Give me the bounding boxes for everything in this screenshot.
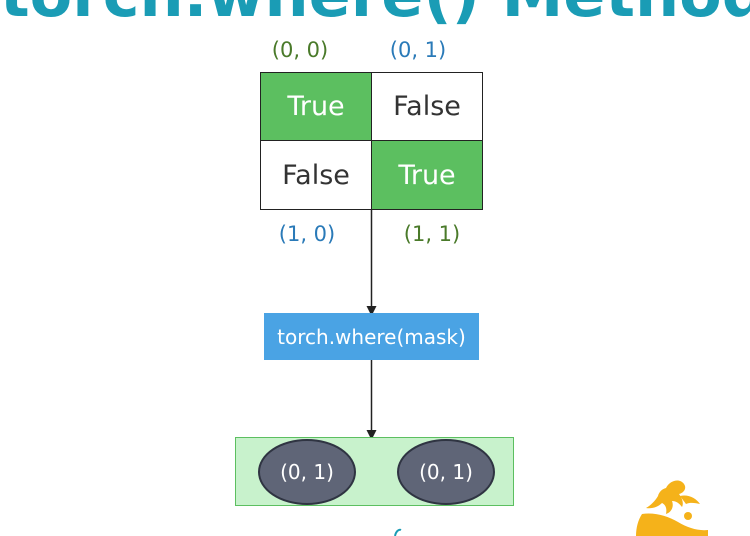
cropped-glyph	[394, 528, 402, 536]
result-container: (0, 1) (0, 1)	[235, 437, 514, 506]
mask-cell-1-1: True	[371, 140, 483, 210]
mask-cell-0-1: False	[371, 72, 483, 141]
page-title: torch.where() Method	[0, 0, 750, 26]
coord-label-0-1: (0, 1)	[389, 38, 447, 62]
coord-label-1-1: (1, 1)	[403, 222, 461, 246]
coord-label-0-0: (0, 0)	[271, 38, 329, 62]
result-item-0: (0, 1)	[258, 439, 356, 505]
figure-logo-icon	[636, 480, 708, 536]
mask-cell-1-0: False	[260, 140, 372, 210]
coord-label-1-0: (1, 0)	[278, 222, 336, 246]
result-item-1: (0, 1)	[397, 439, 495, 505]
operation-box: torch.where(mask)	[264, 313, 479, 360]
